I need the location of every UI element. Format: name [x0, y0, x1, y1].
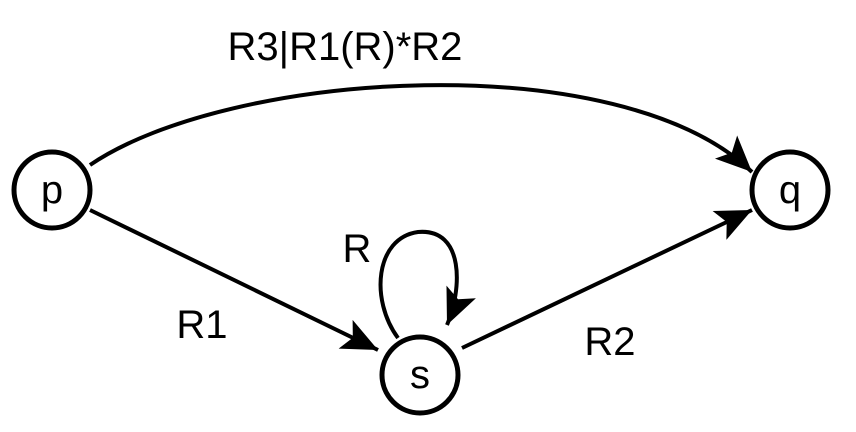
edge-s-to-q [461, 208, 753, 350]
edge-s-self-loop [378, 229, 476, 340]
edge-p-to-q-label: R3|R1(R)*R2 [228, 25, 463, 69]
node-p-label: p [41, 168, 63, 212]
edge-s-to-q-label: R2 [584, 320, 635, 364]
edge-p-to-s [89, 208, 379, 352]
edge-p-to-q [88, 83, 754, 174]
node-p: p [11, 149, 93, 231]
node-s-label: s [410, 353, 430, 397]
node-s: s [379, 334, 461, 416]
node-q: q [749, 149, 831, 231]
edge-s-self-loop-label: R [343, 227, 372, 271]
edge-p-to-s-label: R1 [176, 303, 227, 347]
node-q-label: q [779, 168, 801, 212]
